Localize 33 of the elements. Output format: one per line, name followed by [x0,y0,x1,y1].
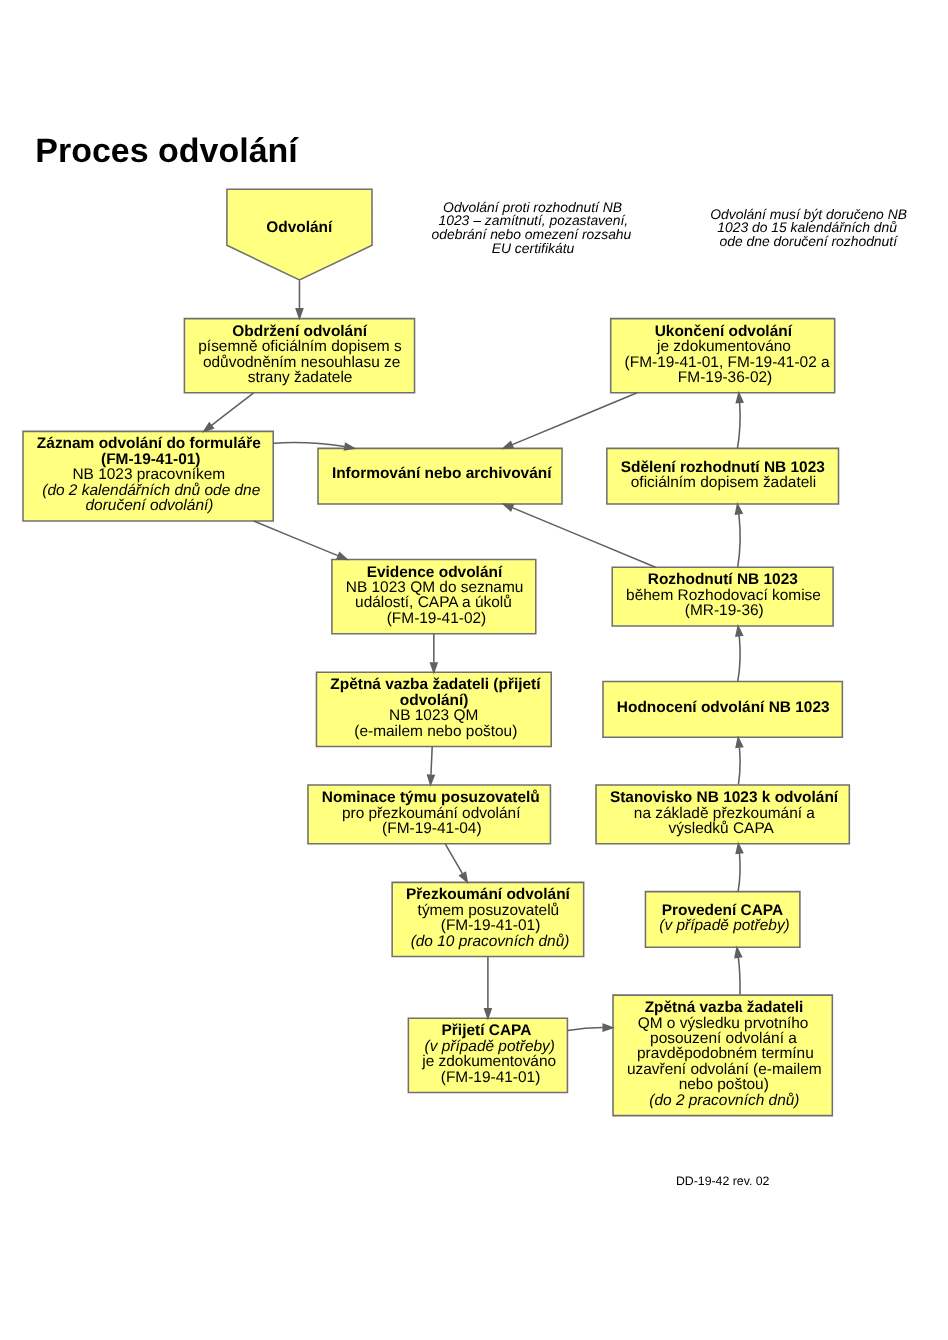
node-box: Záznam odvolání do formuláře (FM-19-41-01) NB 1023 pracovníkem (do 2 kalendářních dnů ode dne doručení odvolání) [22,430,274,522]
arrow [426,745,436,787]
node-box: Zpětná vazba žadateli (přijetí odvolání) NB 1023 QM (e-mailem nebo poštou) [315,671,552,748]
node-box: Hodnocení odvolání NB 1023 [602,680,844,738]
diagram-title: Proces odvolání [35,132,298,170]
node-box: Stanovisko NB 1023 k odvolání na základě přezkoumání a výsledků CAPA [595,784,851,845]
node-box: Zpětná vazba žadateli QM o výsledku prvotního posouzení odvolání a pravděpodobném termínu uzavření odvolání (e-mailem nebo poštou) (do 2 pracovních dnů) [612,994,834,1117]
arrow [735,624,744,683]
arrow [735,841,744,893]
arrow [734,502,744,568]
node-box: Sdělení rozhodnutí NB 1023 oficiálním dopisem žadateli [606,447,840,505]
node-box: Nominace týmu posuzovatelů pro přezkoumání odvolání (FM-19-41-04) [307,784,552,845]
node-box: Přijetí CAPA (v případě potřeby) je zdokumentováno (FM-19-41-01) [407,1017,569,1094]
arrow [295,279,304,321]
arrow [252,520,350,561]
node-box: Ukončení odvolání je zdokumentováno (FM-19-41-01, FM-19-41-02 a FM-19-36-02) [609,317,836,394]
arrow [429,633,439,675]
node-box: Provedení CAPA (v případě potřeby) [644,890,801,948]
arrow [272,441,357,451]
arrow [202,392,255,433]
node-box: Rozhodnutí NB 1023 během Rozhodovací komise (MR-19-36) [611,566,834,627]
arrow [444,843,469,885]
arrow [501,392,638,450]
node-box: Obdržení odvolání písemně oficiálním dopisem s odůvodněním nesouhlasu ze strany žadatele [183,317,416,394]
arrow [735,735,744,786]
node-box: Evidence odvolání NB 1023 QM do seznamu událostí, CAPA a úkolů (FM-19-41-02) [331,558,537,635]
arrow [566,1023,615,1032]
node-box: Informování nebo archivování [317,447,563,505]
arrow [734,945,743,996]
node-box: Přezkoumání odvolání týmem posuzovatelů (FM-19-41-01) (do 10 pracovních dnů) [391,881,585,958]
arrow [483,955,493,1021]
arrow [501,503,657,568]
arrow [735,390,744,450]
